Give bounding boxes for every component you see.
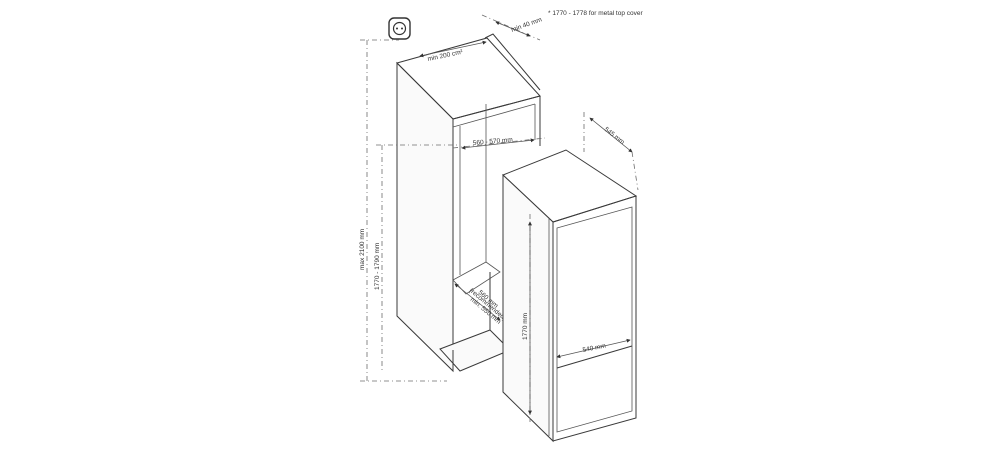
appliance — [502, 149, 638, 443]
label-540: 540 mm — [582, 343, 606, 354]
dimension-lines-left — [360, 14, 546, 382]
label-min-40: min 40 mm — [510, 16, 543, 34]
metal-top-cover-note: * 1770 - 1778 for metal top cover — [548, 10, 644, 17]
label-545: 545 mm — [603, 126, 626, 146]
cabinet-niche — [396, 33, 541, 373]
dimension-lines-right — [528, 112, 639, 422]
label-560-570: 560 - 570 mm — [473, 137, 514, 147]
label-1770-1790: 1770 - 1790 mm — [374, 243, 381, 290]
label-1770: 1770 mm — [522, 313, 529, 340]
label-max-2100: max 2100 mm — [359, 229, 366, 270]
power-socket-icon — [388, 17, 411, 40]
